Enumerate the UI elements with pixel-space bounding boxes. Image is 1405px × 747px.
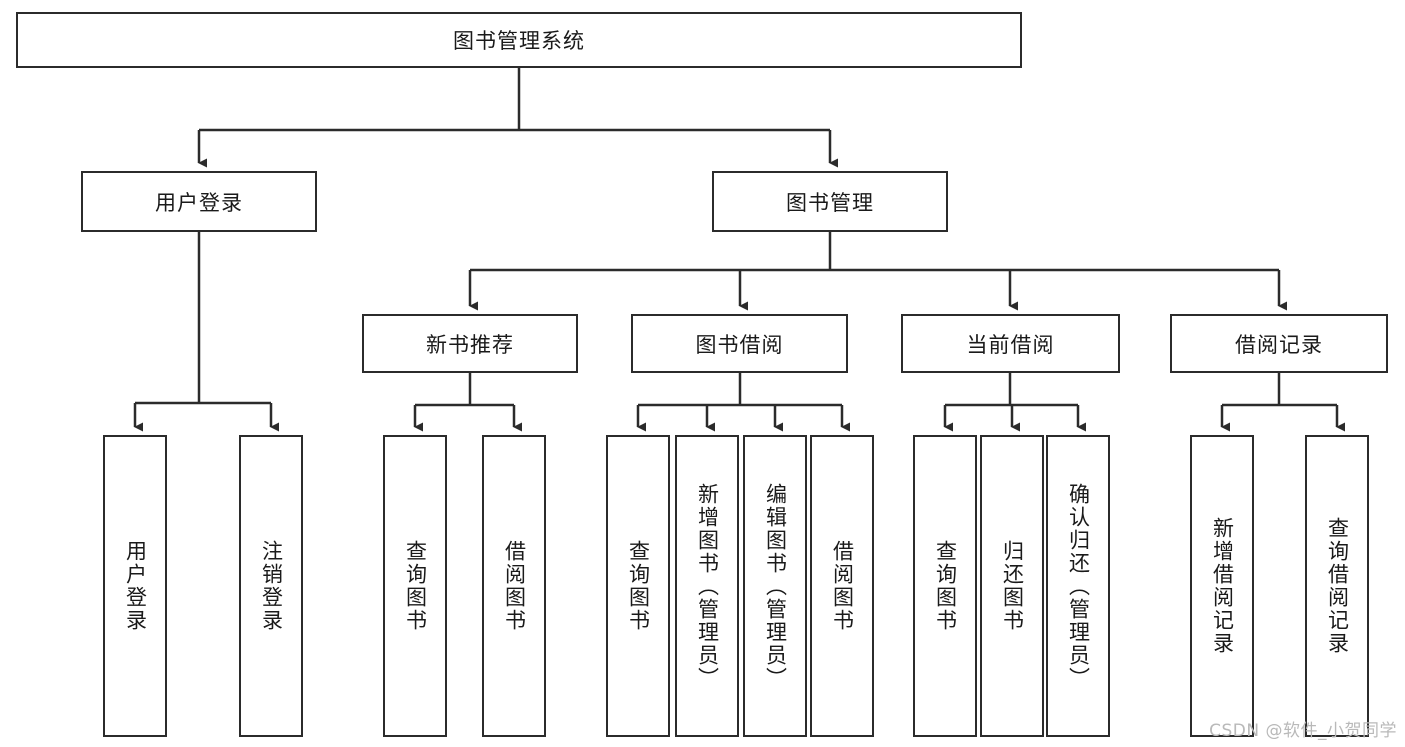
leaf-new-book-query[interactable]: 查询图书 <box>383 435 447 737</box>
leaf-new-book-borrow[interactable]: 借阅图书 <box>482 435 546 737</box>
leaf-book-borrow-edit[interactable]: 编辑图书（管理员） <box>743 435 807 737</box>
leaf-book-borrow-add[interactable]: 新增图书（管理员） <box>675 435 739 737</box>
leaf-label: 新增图书（管理员） <box>695 482 720 690</box>
node-borrow-record[interactable]: 借阅记录 <box>1170 314 1388 373</box>
node-book-borrow[interactable]: 图书借阅 <box>631 314 848 373</box>
leaf-label: 查询借阅记录 <box>1325 517 1350 655</box>
node-user-login[interactable]: 用户登录 <box>81 171 317 232</box>
node-new-book-recommend[interactable]: 新书推荐 <box>362 314 578 373</box>
node-root-system[interactable]: 图书管理系统 <box>16 12 1022 68</box>
leaf-label: 注销登录 <box>259 540 284 632</box>
leaf-label: 编辑图书（管理员） <box>763 482 788 690</box>
leaf-label: 归还图书 <box>1000 540 1025 632</box>
leaf-borrow-record-query[interactable]: 查询借阅记录 <box>1305 435 1369 737</box>
leaf-user-login-signin[interactable]: 用户登录 <box>103 435 167 737</box>
leaf-label: 借阅图书 <box>502 540 527 632</box>
leaf-user-login-signout[interactable]: 注销登录 <box>239 435 303 737</box>
leaf-label: 新增借阅记录 <box>1210 517 1235 655</box>
leaf-label: 确认归还（管理员） <box>1066 482 1091 690</box>
leaf-label: 查询图书 <box>403 540 428 632</box>
leaf-book-borrow-borrow[interactable]: 借阅图书 <box>810 435 874 737</box>
leaf-current-borrow-confirm-return[interactable]: 确认归还（管理员） <box>1046 435 1110 737</box>
leaf-label: 用户登录 <box>123 540 148 632</box>
leaf-current-borrow-query[interactable]: 查询图书 <box>913 435 977 737</box>
leaf-current-borrow-return[interactable]: 归还图书 <box>980 435 1044 737</box>
leaf-label: 借阅图书 <box>830 540 855 632</box>
leaf-book-borrow-query[interactable]: 查询图书 <box>606 435 670 737</box>
leaf-label: 查询图书 <box>933 540 958 632</box>
node-current-borrow[interactable]: 当前借阅 <box>901 314 1120 373</box>
watermark-text: CSDN @软件_小贺同学 <box>1209 721 1397 741</box>
leaf-label: 查询图书 <box>626 540 651 632</box>
leaf-borrow-record-add[interactable]: 新增借阅记录 <box>1190 435 1254 737</box>
node-book-management[interactable]: 图书管理 <box>712 171 948 232</box>
